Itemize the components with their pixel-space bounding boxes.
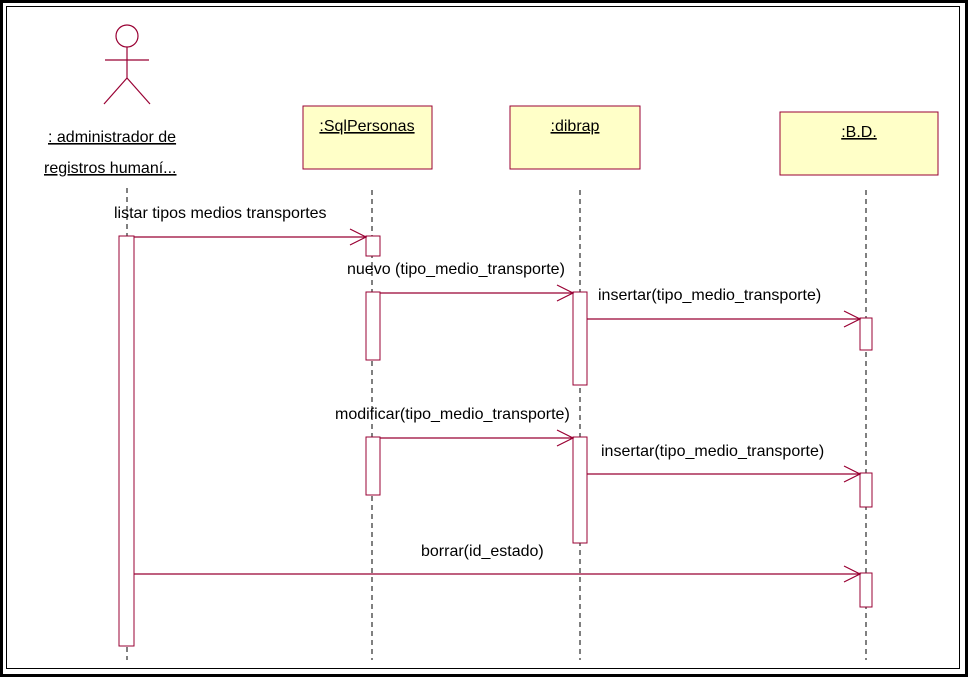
message-arrow-insertar-2[interactable] [587, 465, 862, 483]
activation-actor [118, 235, 135, 647]
message-arrow-modificar[interactable] [380, 429, 575, 447]
message-label-modificar: modificar(tipo_medio_transporte) [335, 406, 570, 423]
message-label-insertar-2: insertar(tipo_medio_transporte) [601, 443, 824, 460]
object-label-bd: :B.D. [841, 124, 877, 141]
message-arrow-nuevo[interactable] [380, 284, 575, 302]
actor-name-line1: : administrador de [48, 129, 176, 146]
message-label-borrar: borrar(id_estado) [421, 543, 544, 560]
message-arrow-listar[interactable] [134, 228, 368, 246]
activation-sqlpersonas-2 [365, 291, 381, 361]
message-label-listar: listar tipos medios transportes [114, 205, 327, 222]
object-label-dibrap: :dibrap [551, 118, 600, 135]
object-label-sqlpersonas: :SqlPersonas [319, 118, 414, 135]
activation-sqlpersonas-1 [365, 235, 381, 257]
object-box-dibrap[interactable] [509, 105, 641, 170]
object-box-bd[interactable] [779, 111, 939, 176]
activation-bd-2 [859, 472, 873, 508]
activation-bd-1 [859, 317, 873, 351]
activation-dibrap-2 [572, 436, 588, 544]
message-label-nuevo: nuevo (tipo_medio_transporte) [347, 261, 565, 278]
activation-bd-3 [859, 572, 873, 608]
object-box-sqlpersonas[interactable] [302, 105, 433, 170]
message-arrow-borrar[interactable] [134, 565, 862, 583]
actor-icon[interactable] [103, 24, 151, 105]
message-label-insertar-1: insertar(tipo_medio_transporte) [598, 287, 821, 304]
message-arrow-insertar-1[interactable] [587, 310, 862, 328]
activation-sqlpersonas-3 [365, 436, 381, 496]
actor-name-line2: registros humaní... [44, 160, 177, 177]
activation-dibrap-1 [572, 291, 588, 386]
